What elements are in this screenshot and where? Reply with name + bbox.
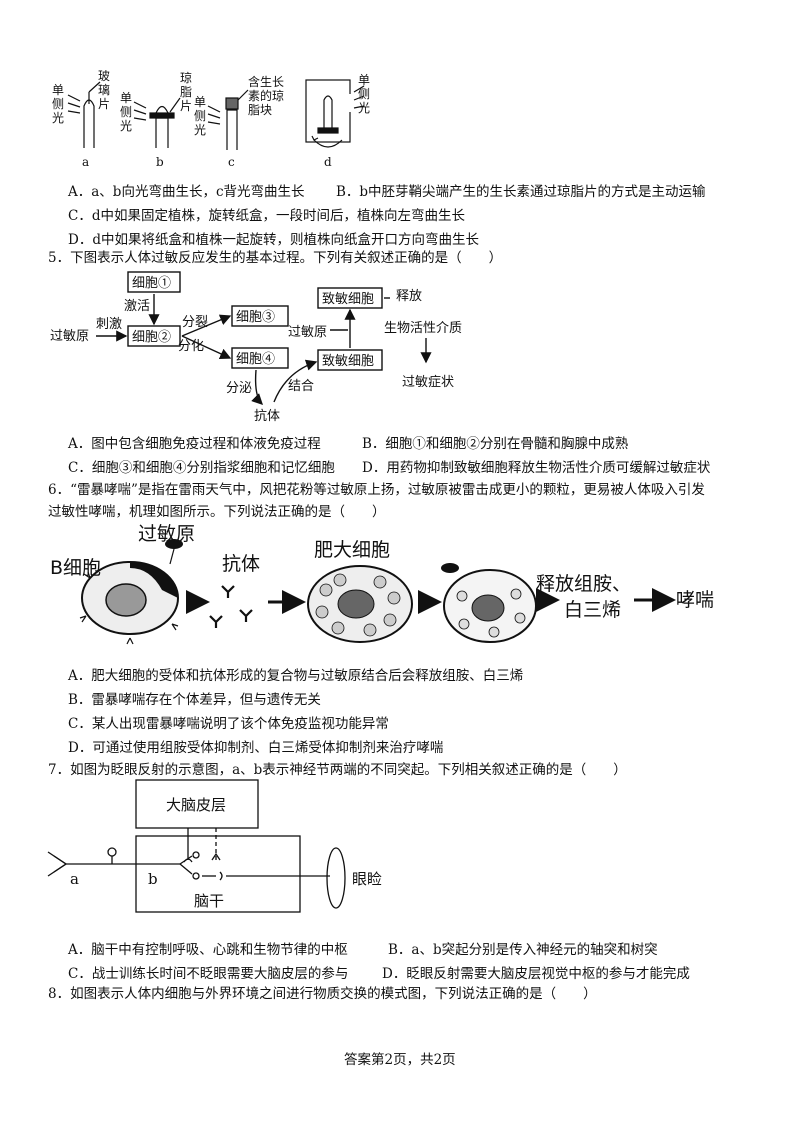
q7-stem: 7．如图为眨眼反射的示意图，a、b表示神经节两端的不同突起。下列相关叙述正确的是… <box>48 762 627 778</box>
q5-divide-label: 分裂 <box>182 315 208 330</box>
q5-cell3: 细胞③ <box>236 310 275 325</box>
svg-text:单侧光: 单侧光 <box>120 91 132 133</box>
svg-text:琼脂片: 琼脂片 <box>180 70 192 113</box>
q5-symptom-label: 过敏症状 <box>402 375 454 390</box>
q5-option-c: C．细胞③和细胞④分别指浆细胞和记忆细胞 <box>68 460 335 476</box>
q5-option-b: B．细胞①和细胞②分别在骨髓和胸腺中成熟 <box>362 436 629 452</box>
q6-mast-cell-label: 肥大细胞 <box>314 539 390 561</box>
q7-option-a: A．脑干中有控制呼吸、心跳和生物节律的中枢 <box>68 942 348 958</box>
q7-brainstem-label: 脑干 <box>194 892 224 910</box>
q6-antibody-label: 抗体 <box>222 553 260 575</box>
q6-stem-line1: 6．“雷暴哮喘”是指在雷雨天气中，风把花粉等过敏原上扬，过敏原被雷击成更小的颗粒… <box>48 482 705 498</box>
q6-stem-line2: 过敏性哮喘，机理如图所示。下列说法正确的是（ ） <box>48 504 386 520</box>
q6-asthma-label: 哮喘 <box>676 589 714 611</box>
q8-stem: 8．如图表示人体内细胞与外界环境之间进行物质交换的模式图，下列说法正确的是（ ） <box>48 986 597 1002</box>
q6-mechanism-figure: B细胞 过敏原 抗体 肥大细胞 释放组胺、 白三烯 哮喘 <box>50 523 714 645</box>
q5-option-a: A．图中包含细胞免疫过程和体液免疫过程 <box>68 436 321 452</box>
q5-cell1: 细胞① <box>132 276 171 291</box>
svg-text:含生长素的琼脂块: 含生长素的琼脂块 <box>248 74 284 117</box>
q5-stimulate-label: 刺激 <box>96 317 122 332</box>
q5-activate-label: 激活 <box>124 299 150 314</box>
svg-text:单侧光: 单侧光 <box>358 73 370 115</box>
q7-process-a: a <box>70 870 79 888</box>
q6-option-a: A．肥大细胞的受体和抗体形成的复合物与过敏原结合后会释放组胺、白三烯 <box>68 668 524 684</box>
svg-text:玻璃片: 玻璃片 <box>98 70 110 111</box>
q5-release-label: 释放 <box>396 289 422 304</box>
q5-cell4: 细胞④ <box>236 352 275 367</box>
q5-allergen-left: 过敏原 <box>50 329 89 344</box>
q7-reflex-diagram: 大脑皮层 脑干 眼睑 a b <box>47 779 382 913</box>
svg-text:单侧光: 单侧光 <box>194 95 206 137</box>
q6-bcell-label: B细胞 <box>50 557 101 579</box>
q5-differentiate-label: 分化 <box>178 339 204 354</box>
q6-option-b: B．雷暴哮喘存在个体差异，但与遗传无关 <box>68 692 321 708</box>
q4-option-a: A．a、b向光弯曲生长，c背光弯曲生长 <box>68 184 305 200</box>
q6-release-label-2: 白三烯 <box>564 599 621 621</box>
q5-antibody-label: 抗体 <box>254 409 280 424</box>
q6-release-label: 释放组胺、 <box>536 573 631 595</box>
q6-option-c: C．某人出现雷暴哮喘说明了该个体免疫监视功能异常 <box>68 716 389 732</box>
q5-option-d: D．用药物抑制致敏细胞释放生物活性介质可缓解过敏症状 <box>362 460 711 476</box>
q5-flow-diagram: 细胞① 细胞② 细胞③ 细胞④ 致敏细胞 致敏细胞 过敏原 刺激 激活 分裂 分… <box>50 271 462 424</box>
q5-cell2: 细胞② <box>132 330 171 345</box>
q7-option-c: C．战士训练长时间不眨眼需要大脑皮层的参与 <box>68 966 349 982</box>
q4-option-b: B．b中胚芽鞘尖端产生的生长素通过琼脂片的方式是主动运输 <box>336 184 706 200</box>
q7-option-b: B．a、b突起分别是传入神经元的轴突和树突 <box>388 942 658 958</box>
page-footer: 答案第2页，共2页 <box>344 1052 456 1068</box>
q6-allergen-label: 过敏原 <box>138 523 195 545</box>
q5-secrete-label: 分泌 <box>226 381 252 396</box>
q4-option-d: D．d中如果将纸盒和植株一起旋转，则植株向纸盒开口方向弯曲生长 <box>68 232 479 248</box>
q5-sensitized-cell-bottom: 致敏细胞 <box>322 354 374 369</box>
svg-text:单侧光: 单侧光 <box>52 83 64 125</box>
q5-sensitized-cell-top: 致敏细胞 <box>322 292 374 307</box>
q6-option-d: D．可通过使用组胺受体抑制剂、白三烯受体抑制剂来治疗哮喘 <box>68 740 444 756</box>
q5-stem: 5．下图表示人体过敏反应发生的基本过程。下列有关叙述正确的是（ ） <box>48 250 503 266</box>
q7-eyelid-label: 眼睑 <box>352 870 382 888</box>
q5-combine-label: 结合 <box>288 379 314 394</box>
q7-process-b: b <box>148 870 158 888</box>
q7-option-d: D．眨眼反射需要大脑皮层视觉中枢的参与才能完成 <box>382 966 690 982</box>
q4-option-c: C．d中如果固定植株，旋转纸盒，一段时间后，植株向左弯曲生长 <box>68 208 465 224</box>
q7-cortex-label: 大脑皮层 <box>166 796 226 814</box>
q5-mediator-label: 生物活性介质 <box>384 321 462 336</box>
q5-allergen-mid: 过敏原 <box>288 325 327 340</box>
